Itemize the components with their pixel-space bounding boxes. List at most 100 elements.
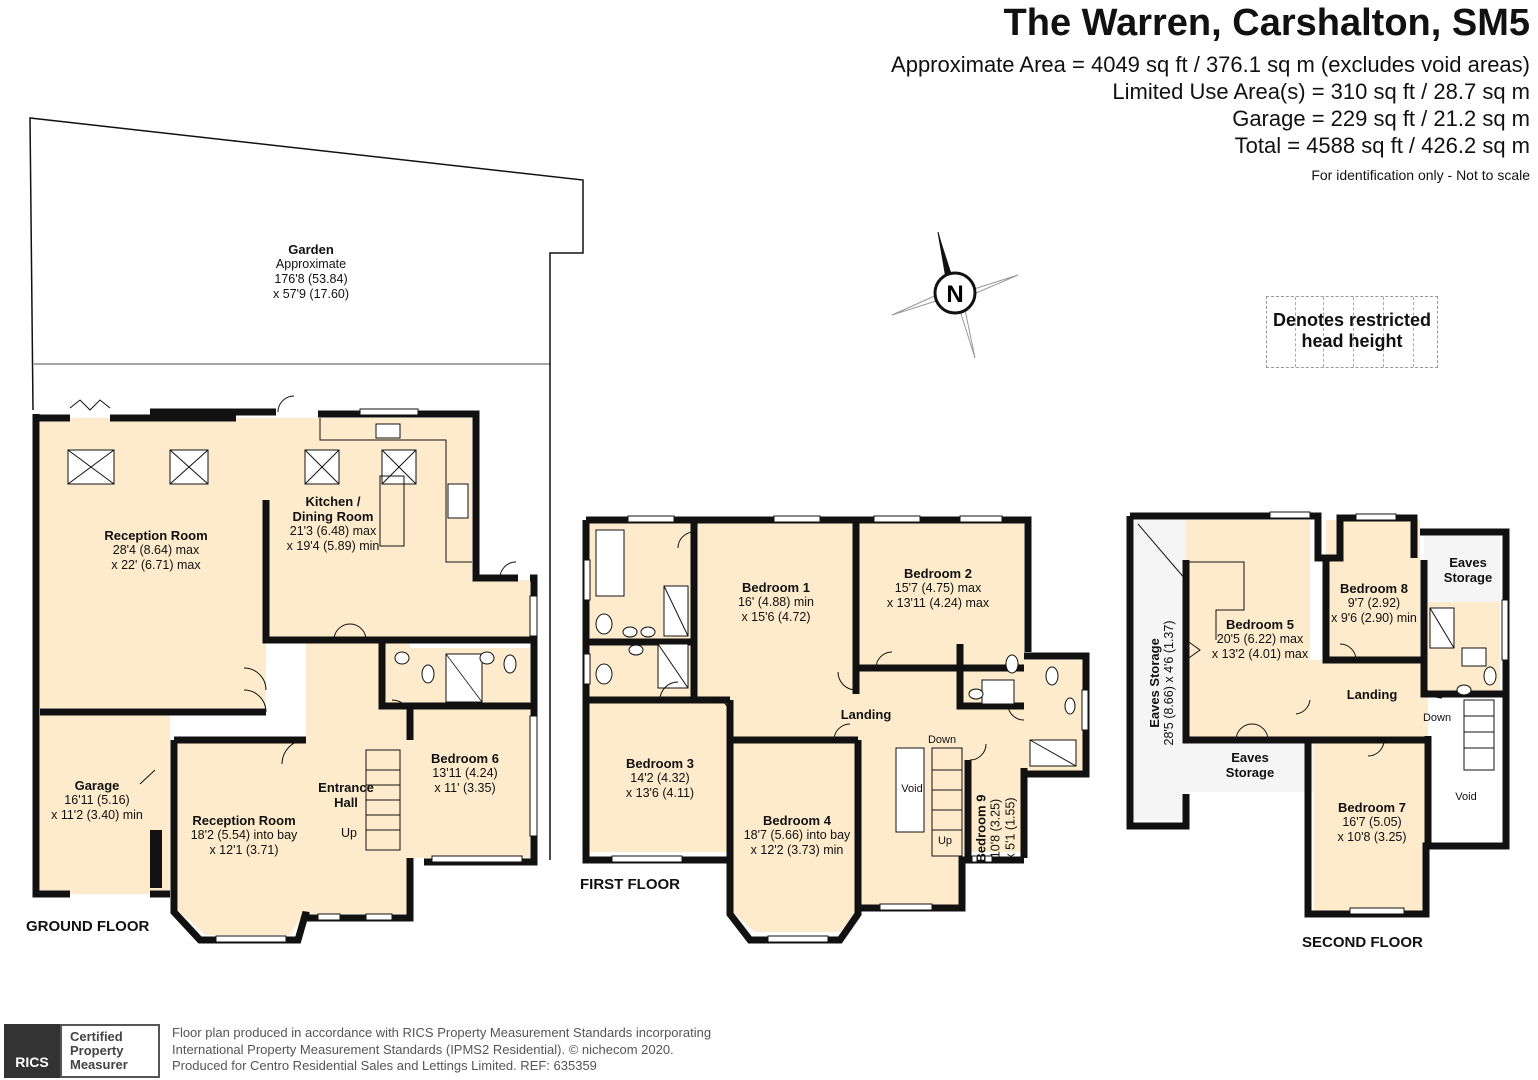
badge-line-3: Measurer — [70, 1057, 128, 1072]
room-name: Landing — [840, 707, 892, 722]
badge-line-2: Property — [70, 1043, 124, 1058]
room-dim-1: 18'2 (5.54) into bay — [190, 828, 298, 842]
room-name-2: Hall — [334, 795, 358, 810]
first-floor-label: FIRST FLOOR — [580, 876, 680, 893]
room-name: Eaves Storage — [1147, 638, 1162, 728]
room-dim-1: 16'7 (5.05) — [1342, 815, 1402, 829]
garden-boundary — [29, 117, 584, 860]
area-garage: Garage = 229 sq ft / 21.2 sq m — [1232, 106, 1530, 131]
room-dim-2: x 22' (6.71) max — [111, 558, 201, 572]
footer-line-1: Floor plan produced in accordance with R… — [172, 1025, 712, 1040]
room-dim-2: x 12'1 (3.71) — [209, 843, 279, 857]
rics-certified-text: Certified Property Measurer — [60, 1024, 160, 1078]
room-name: Bedroom 8 — [1340, 581, 1408, 596]
room-name-1: Entrance — [318, 780, 374, 795]
room-name: Bedroom 1 — [742, 580, 810, 595]
room-dim-2: x 13'2 (4.01) max — [1211, 647, 1309, 661]
room-bedroom-5: Bedroom 5 20'5 (6.22) max x 13'2 (4.01) … — [1212, 617, 1308, 662]
stairs-up-label: Up — [341, 826, 357, 840]
room-bedroom-3: Bedroom 3 14'2 (4.32) x 13'6 (4.11) — [626, 756, 694, 801]
room-name: Bedroom 4 — [763, 813, 831, 828]
room-dim-2: x 5'1 (1.55) — [1003, 797, 1018, 860]
room-landing-first: Landing — [841, 707, 892, 722]
room-dim-1: 10'8 (3.25) — [988, 798, 1003, 859]
rics-certified-badge: RICS Certified Property Measurer — [4, 1024, 160, 1078]
room-dim-1: 13'11 (4.24) — [432, 766, 498, 780]
room-desc: Approximate — [275, 257, 347, 271]
area-limited-use: Limited Use Area(s) = 310 sq ft / 28.7 s… — [1112, 79, 1530, 104]
rics-logo: RICS — [4, 1024, 60, 1078]
room-dim-1: 15'7 (4.75) max — [894, 581, 982, 595]
footer-text: Floor plan produced in accordance with R… — [172, 1025, 711, 1075]
room-eaves-storage-long: Eaves Storage 28'5 (8.66) x 4'6 (1.37) — [1147, 621, 1177, 746]
room-garden: Garden Approximate 176'8 (53.84) x 57'9 … — [273, 242, 349, 302]
room-dim-1: 21'3 (6.48) max — [289, 524, 377, 538]
room-name: Garden — [288, 242, 334, 257]
room-name: Bedroom 5 — [1226, 617, 1294, 632]
first-floor-plan — [582, 515, 1090, 944]
room-eaves-storage-lower: Eaves Storage — [1226, 750, 1274, 780]
room-reception-main: Reception Room 28'4 (8.64) max x 22' (6.… — [104, 528, 207, 573]
room-dim-1: 18'7 (5.66) into bay — [743, 828, 851, 842]
room-name: Bedroom 9 — [973, 794, 989, 863]
room-dim-2: x 13'11 (4.24) max — [886, 596, 990, 610]
room-dim-1: 20'5 (6.22) max — [1216, 632, 1304, 646]
room-name-1: Eaves — [1449, 555, 1487, 570]
room-dim-1: 16' (4.88) min — [737, 595, 815, 609]
second-floor-plan — [1126, 511, 1510, 918]
room-name: Bedroom 2 — [904, 566, 972, 581]
room-name: Bedroom 6 — [431, 751, 499, 766]
room-dim-2: x 11'2 (3.40) min — [51, 808, 143, 822]
room-name-1: Eaves — [1231, 750, 1269, 765]
room-bedroom-2: Bedroom 2 15'7 (4.75) max x 13'11 (4.24)… — [887, 566, 989, 611]
room-bedroom-9: Bedroom 9 10'8 (3.25) x 5'1 (1.55) — [974, 795, 1019, 863]
void-label-second: Void — [1455, 791, 1477, 803]
room-name: Reception Room — [104, 528, 208, 543]
footer-line-2: International Property Measurement Stand… — [172, 1041, 674, 1057]
void-label-first: Void — [901, 783, 923, 795]
room-dim-1: 14'2 (4.32) — [630, 771, 690, 785]
compass-icon: N — [891, 231, 1019, 359]
room-dim-2: x 15'6 (4.72) — [741, 610, 811, 624]
room-name-2: Storage — [1443, 570, 1493, 585]
legend-line-1: Denotes restricted — [1272, 310, 1432, 330]
room-bedroom-4: Bedroom 4 18'7 (5.66) into bay x 12'2 (3… — [744, 813, 851, 858]
room-name: Bedroom 3 — [626, 756, 694, 771]
area-approximate: Approximate Area = 4049 sq ft / 376.1 sq… — [891, 52, 1530, 77]
room-dim-2: x 9'6 (2.90) min — [1331, 611, 1417, 625]
room-dim-2: x 11' (3.35) — [434, 781, 496, 795]
room-bedroom-7: Bedroom 7 16'7 (5.05) x 10'8 (3.25) — [1337, 800, 1406, 845]
stairs-down-label-second: Down — [1422, 712, 1452, 724]
room-dim-2: x 12'2 (3.73) min — [750, 843, 844, 857]
room-name-1: Kitchen / — [305, 494, 361, 509]
restricted-height-legend: Denotes restricted head height — [1266, 310, 1438, 352]
compass-north-label: N — [946, 281, 963, 308]
room-name: Garage — [74, 778, 120, 793]
scale-disclaimer: For identification only - Not to scale — [1311, 167, 1530, 183]
room-dim-2: x 13'6 (4.11) — [625, 786, 695, 800]
ground-floor-plan — [32, 395, 538, 944]
area-total: Total = 4588 sq ft / 426.2 sq m — [1234, 133, 1530, 158]
badge-line-1: Certified — [70, 1029, 123, 1044]
room-entrance-hall: Entrance Hall — [318, 780, 374, 810]
stairs-up-label-first: Up — [937, 835, 953, 847]
plan-title: The Warren, Carshalton, SM5 — [1003, 2, 1530, 44]
room-name: Reception Room — [192, 813, 296, 828]
legend-line-2: head height — [1301, 331, 1403, 351]
room-bedroom-1: Bedroom 1 16' (4.88) min x 15'6 (4.72) — [738, 580, 814, 625]
room-landing-second: Landing — [1347, 687, 1398, 702]
room-dim-1: 9'7 (2.92) — [1347, 596, 1401, 610]
room-dim-1: 176'8 (53.84) — [274, 272, 348, 286]
room-kitchen-dining: Kitchen / Dining Room 21'3 (6.48) max x … — [287, 494, 380, 554]
room-dim-2: x 10'8 (3.25) — [1337, 830, 1407, 844]
room-dim-1: 16'11 (5.16) — [64, 793, 130, 807]
room-eaves-storage-small: Eaves Storage — [1444, 555, 1492, 585]
room-name: Landing — [1346, 687, 1398, 702]
room-name-2: Dining Room — [292, 509, 374, 524]
room-reception-front: Reception Room 18'2 (5.54) into bay x 12… — [191, 813, 298, 858]
room-dim-1: 28'5 (8.66) x 4'6 (1.37) — [1162, 620, 1176, 746]
room-dim-1: 28'4 (8.64) max — [112, 543, 200, 557]
room-dim-2: x 57'9 (17.60) — [272, 287, 350, 301]
ground-floor-label: GROUND FLOOR — [26, 918, 150, 935]
